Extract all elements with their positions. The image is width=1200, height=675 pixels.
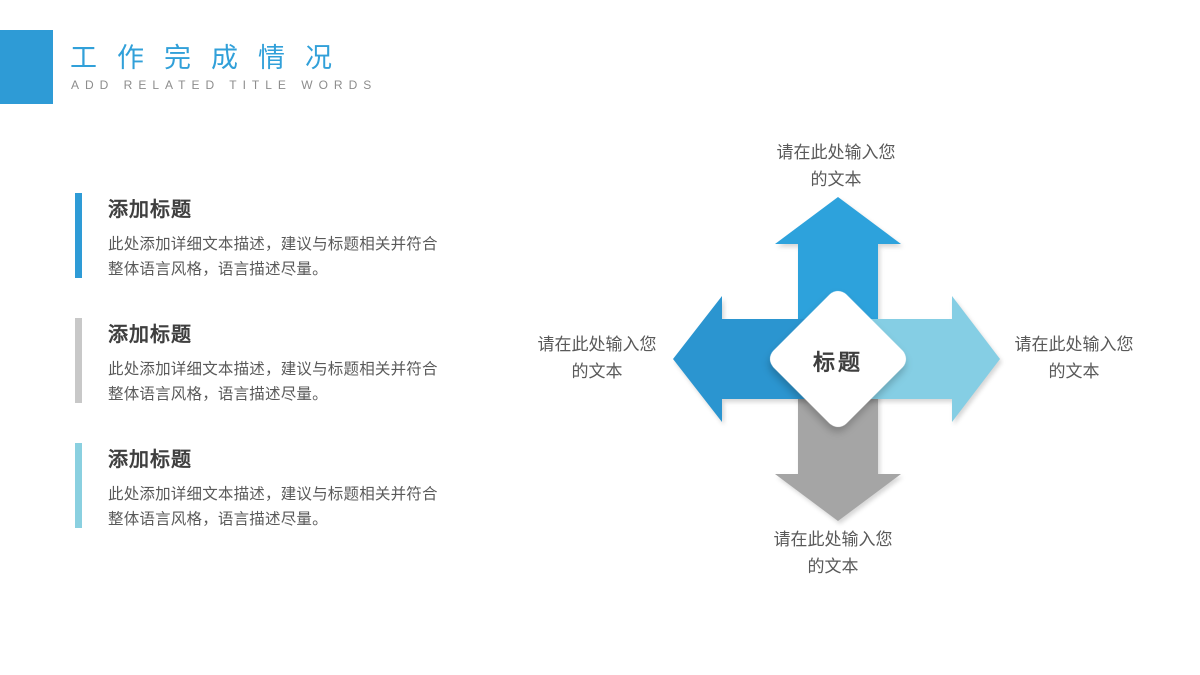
arrow-down-label: 请在此处输入您 的文本: [713, 526, 953, 580]
header-accent-square: [0, 30, 53, 104]
arrow-down-label-line1: 请在此处输入您: [773, 530, 893, 549]
arrow-left-label-line1: 请在此处输入您: [537, 335, 657, 354]
arrow-up-label: 请在此处输入您 的文本: [716, 139, 956, 193]
arrow-up-label-line2: 的文本: [810, 170, 862, 189]
section-item: 添加标题 此处添加详细文本描述，建议与标题相关并符合整体语言风格，语言描述尽量。: [75, 193, 480, 282]
section-body: 添加标题 此处添加详细文本描述，建议与标题相关并符合整体语言风格，语言描述尽量。: [108, 193, 450, 282]
arrow-down-label-line2: 的文本: [807, 557, 859, 576]
page-title: 工作完成情况: [70, 43, 352, 73]
section-item: 添加标题 此处添加详细文本描述，建议与标题相关并符合整体语言风格，语言描述尽量。: [75, 443, 480, 532]
section-title: 添加标题: [108, 449, 192, 471]
section-description: 此处添加详细文本描述，建议与标题相关并符合整体语言风格，语言描述尽量。: [108, 361, 438, 403]
arrow-right-label-line2: 的文本: [1048, 362, 1100, 381]
arrow-left-label-line2: 的文本: [571, 362, 623, 381]
arrow-right-label-line1: 请在此处输入您: [1014, 335, 1134, 354]
section-title: 添加标题: [108, 199, 192, 221]
section-title: 添加标题: [108, 324, 192, 346]
center-diamond: [769, 290, 907, 428]
arrow-up-label-line1: 请在此处输入您: [776, 143, 896, 162]
arrow-right-label: 请在此处输入您 的文本: [954, 331, 1194, 385]
section-accent-bar: [75, 318, 82, 403]
section-body: 添加标题 此处添加详细文本描述，建议与标题相关并符合整体语言风格，语言描述尽量。: [108, 318, 450, 407]
page-subtitle: ADD RELATED TITLE WORDS: [71, 78, 378, 92]
diagram-center-label: 标题: [812, 350, 863, 375]
section-body: 添加标题 此处添加详细文本描述，建议与标题相关并符合整体语言风格，语言描述尽量。: [108, 443, 450, 532]
section-item: 添加标题 此处添加详细文本描述，建议与标题相关并符合整体语言风格，语言描述尽量。: [75, 318, 480, 407]
arrow-left-label: 请在此处输入您 的文本: [477, 331, 717, 385]
section-accent-bar: [75, 443, 82, 528]
section-description: 此处添加详细文本描述，建议与标题相关并符合整体语言风格，语言描述尽量。: [108, 236, 438, 278]
section-accent-bar: [75, 193, 82, 278]
section-description: 此处添加详细文本描述，建议与标题相关并符合整体语言风格，语言描述尽量。: [108, 486, 438, 528]
